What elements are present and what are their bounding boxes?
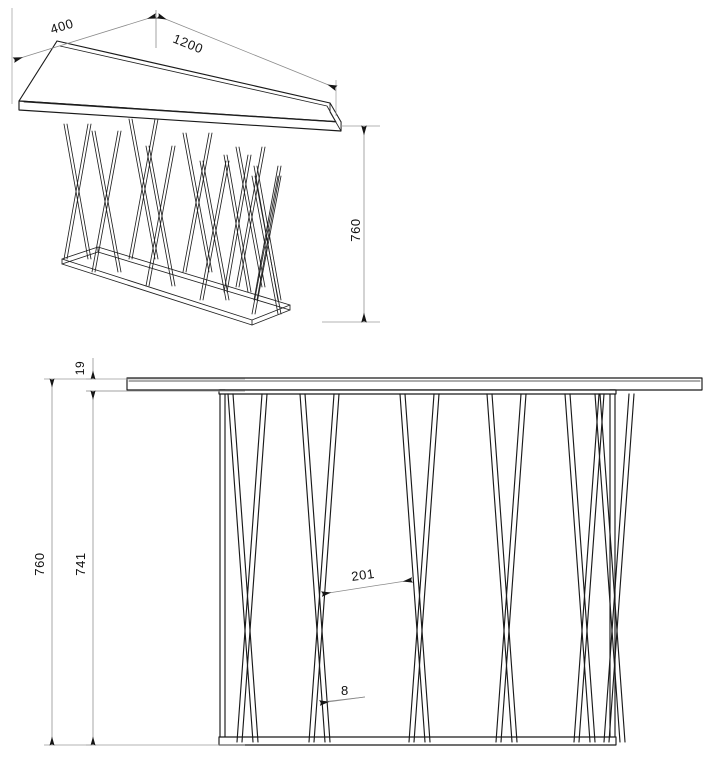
front-x-brace-3 (399, 393, 440, 743)
iso-brace-right-end (253, 165, 282, 301)
dim-label-rod-thickness: 8 (341, 683, 349, 698)
dim-front-rod-8: 8 (319, 683, 366, 706)
front-x-braces (227, 393, 635, 743)
front-table-top (126, 377, 703, 391)
dim-label-base-height: 741 (73, 552, 88, 576)
iso-brace-left-end (63, 123, 92, 260)
dim-front-spacing-201: 201 (320, 566, 414, 597)
dim-label-total-height: 760 (32, 552, 47, 576)
dim-label-iso-height: 760 (348, 218, 363, 242)
front-x-brace-6 (594, 393, 635, 743)
front-x-brace-4 (486, 393, 527, 743)
dim-label-thickness: 19 (73, 361, 87, 375)
front-x-brace-1 (227, 393, 268, 743)
isometric-view: 400 1200 760 (11, 8, 380, 326)
dim-label-depth: 400 (48, 16, 75, 37)
iso-brace-front-3 (199, 160, 230, 301)
dim-iso-depth-400: 400 (11, 8, 158, 104)
iso-brace-front-1 (91, 130, 122, 273)
iso-brace-rear-2 (182, 132, 213, 273)
dim-label-spacing: 201 (350, 566, 375, 584)
iso-brace-rear-1 (128, 118, 159, 260)
front-x-brace-5 (564, 393, 605, 743)
dim-front-base-741: 741 (73, 390, 245, 746)
dim-iso-height-760: 760 (322, 125, 380, 323)
front-elevation-view: 19 741 760 201 8 (32, 358, 703, 746)
dim-front-total-760: 760 (32, 378, 92, 746)
iso-brace-right-end-b (223, 154, 252, 293)
iso-base-frame (61, 118, 291, 326)
iso-brace-front-2 (145, 145, 176, 287)
front-x-brace-2 (299, 393, 340, 743)
